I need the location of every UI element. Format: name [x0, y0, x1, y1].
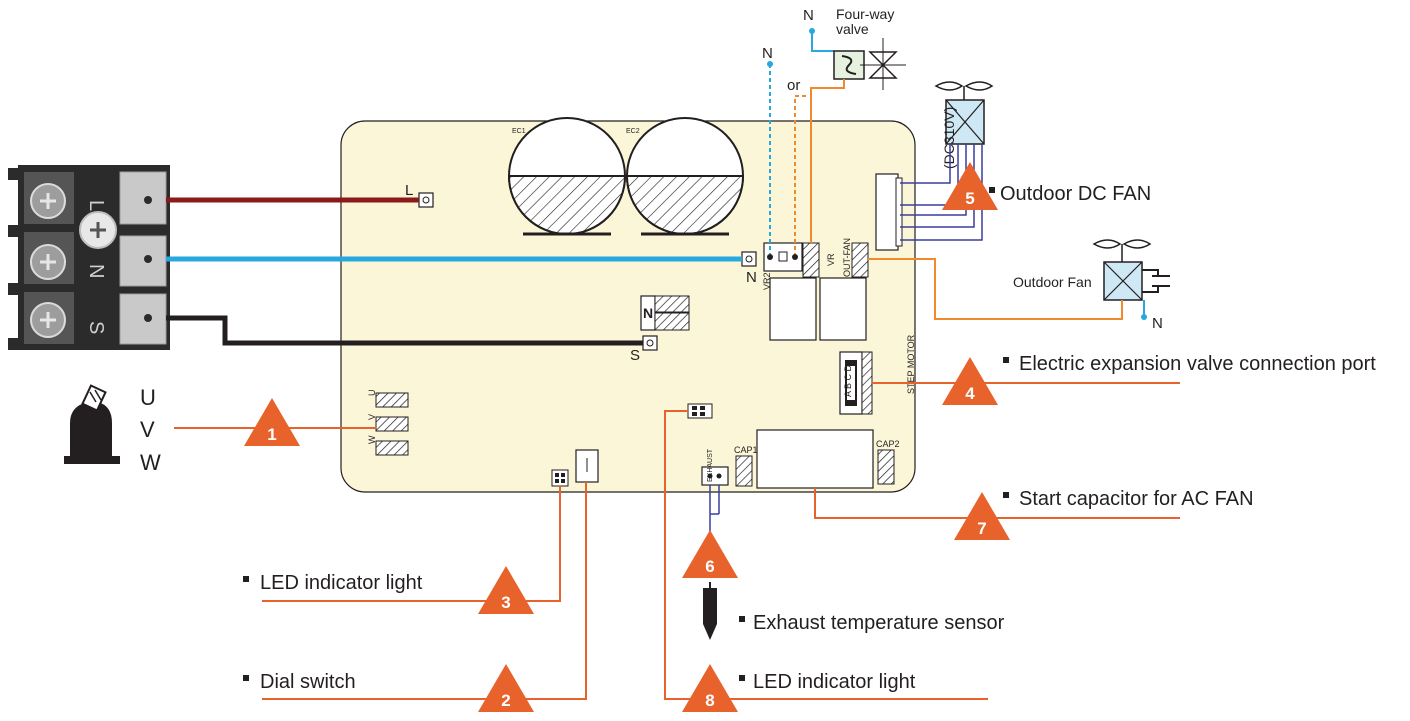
svg-text:OUT-FAN: OUT-FAN — [842, 238, 852, 277]
phase-w: W — [140, 450, 161, 475]
svg-text:STEP MOTOR: STEP MOTOR — [906, 334, 916, 394]
bulk-capacitor-1: EC1 — [507, 117, 627, 236]
pcb-board — [340, 120, 916, 493]
svg-text:CAP2: CAP2 — [876, 439, 900, 449]
ac-fan-wire — [868, 258, 1123, 320]
exhaust-sensor-icon — [703, 582, 717, 640]
phase-v: V — [140, 417, 155, 442]
four-way-valve-coil — [833, 50, 865, 80]
svg-text:4: 4 — [965, 384, 975, 403]
start-capacitor-body — [756, 429, 874, 489]
svg-text:V: V — [367, 414, 377, 420]
callout-2-text: Dial switch — [260, 671, 356, 693]
callout-badge-5: 5 — [942, 162, 998, 210]
callout-3-bullet — [243, 576, 249, 582]
callout-badge-7: 7 — [954, 492, 1010, 540]
ec2-label: EC2 — [626, 128, 640, 135]
svg-text:VR2: VR2 — [762, 272, 772, 290]
callout-8-bullet — [739, 675, 745, 681]
callout-3-line — [262, 486, 561, 602]
signal-wire — [166, 315, 643, 346]
callout-2-line — [262, 482, 587, 700]
svg-text:VR: VR — [826, 253, 836, 266]
board-terminal-L — [418, 192, 434, 208]
board-terminal-S — [642, 335, 658, 351]
callout-badge-8: 8 — [682, 664, 738, 712]
callout-5-text: Outdoor DC FAN — [1000, 183, 1151, 205]
relay-2 — [819, 277, 867, 341]
svg-text:N: N — [643, 305, 653, 321]
callout-7-bullet — [1003, 492, 1009, 498]
ac-fan-icon — [1092, 239, 1152, 301]
led-connector-8 — [687, 403, 713, 419]
svg-text:7: 7 — [977, 519, 986, 538]
terminal-letter-L: L — [85, 200, 107, 211]
board-terminal-S-label: S — [630, 347, 640, 364]
dc-fan-connector — [875, 173, 903, 251]
four-way-neutral: N — [803, 7, 814, 24]
callout-4-bullet — [1003, 357, 1009, 363]
callout-7-text: Start capacitor for AC FAN — [1019, 488, 1254, 510]
dc-fan-icon — [934, 81, 994, 145]
n-block-connector: N — [640, 295, 690, 331]
board-terminal-N-label: N — [746, 269, 757, 286]
svg-text:2: 2 — [501, 691, 510, 710]
svg-text:5: 5 — [965, 189, 974, 208]
power-terminal-block: L N S — [8, 165, 170, 350]
svg-text:3: 3 — [501, 593, 510, 612]
callout-5-bullet — [989, 187, 995, 193]
dc-fan-voltage: (DC310V) — [941, 107, 957, 169]
ac-fan-label: Outdoor Fan — [1013, 274, 1092, 290]
callout-7-line — [814, 488, 1180, 519]
callout-badge-6: 6 — [682, 530, 738, 578]
svg-text:1: 1 — [267, 425, 276, 444]
valve-icon — [860, 38, 906, 90]
svg-text:CAP1: CAP1 — [734, 445, 758, 455]
cap2-connector: CAP2 — [876, 439, 900, 485]
callout-8-text: LED indicator light — [753, 671, 916, 693]
callout-badge-4: 4 — [942, 357, 998, 405]
svg-text:EXHAUST: EXHAUST — [707, 448, 714, 482]
compressor-pins: U V W — [367, 390, 409, 456]
four-way-label-1: Four-way — [836, 6, 894, 22]
relay-1 — [769, 277, 817, 341]
ac-fan-capacitor-icon — [1142, 269, 1170, 293]
callout-3-text: LED indicator light — [260, 572, 423, 594]
cap1-connector: CAP1 — [734, 445, 758, 487]
terminal-letter-S: S — [85, 321, 107, 334]
callout-8-line — [664, 410, 988, 700]
dc-fan-wires — [900, 144, 983, 241]
phase-u: U — [140, 385, 156, 410]
exhaust-connector: EXHAUST — [701, 448, 729, 486]
svg-text:8: 8 — [705, 691, 714, 710]
vr2-neutral: N — [762, 45, 773, 62]
led-connector-3 — [551, 469, 569, 487]
four-way-label-2: valve — [836, 21, 869, 37]
bulk-capacitor-2: EC2 — [625, 117, 745, 236]
out-fan-connector: OUT-FAN — [842, 238, 869, 278]
svg-text:W: W — [367, 435, 377, 444]
callout-2-bullet — [243, 675, 249, 681]
board-terminal-N — [741, 251, 757, 267]
callout-6-text: Exhaust temperature sensor — [753, 612, 1005, 634]
ec1-label: EC1 — [512, 128, 526, 135]
callout-4-text: Electric expansion valve connection port — [1019, 353, 1376, 375]
svg-text:A B C D: A B C D — [843, 364, 853, 397]
callout-badge-3: 3 — [478, 566, 534, 614]
board-terminal-L-label: L — [405, 182, 413, 199]
callout-6-bullet — [739, 616, 745, 622]
ac-fan-neutral: N — [1152, 315, 1163, 332]
or-text: or — [787, 77, 800, 94]
compressor-plug-icon — [64, 384, 120, 464]
svg-text:U: U — [367, 390, 377, 397]
svg-text:6: 6 — [705, 557, 714, 576]
terminal-letter-N: N — [85, 264, 107, 278]
callout-badge-1: 1 — [244, 398, 300, 446]
callout-badge-2: 2 — [478, 664, 534, 712]
